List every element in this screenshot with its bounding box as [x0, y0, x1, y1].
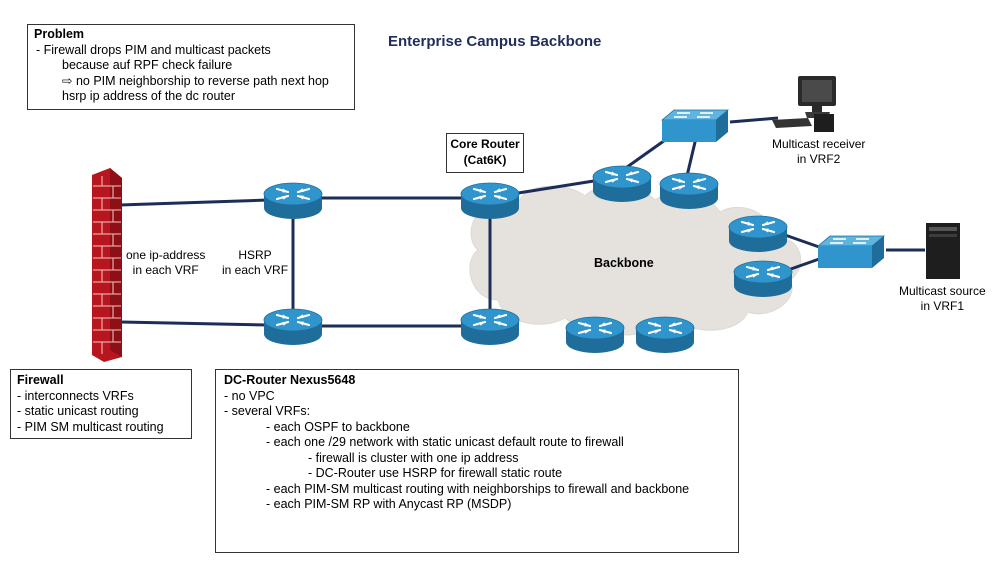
- firewall-line: - interconnects VRFs: [17, 388, 134, 403]
- firewall-brick-icon: [92, 168, 122, 362]
- dc-router-line: - DC-Router use HSRP for firewall static…: [308, 466, 563, 480]
- core-router-top-icon: [460, 182, 520, 221]
- problem-line: - Firewall drops PIM and multicast packe…: [36, 42, 271, 57]
- dc-router-line: - each one /29 network with static unica…: [266, 435, 624, 449]
- hsrp-label-line: HSRP: [238, 248, 272, 262]
- backbone-router-3-icon: [728, 215, 788, 254]
- one-ip-label: one ip-address in each VRF: [126, 248, 205, 278]
- problem-line: because auf RPF check failure: [62, 58, 233, 72]
- dc-router-box: DC-Router Nexus5648 - no VPC - several V…: [215, 369, 739, 553]
- dc-router-line: - no VPC: [224, 388, 275, 403]
- backbone-router-4-icon: [733, 260, 793, 299]
- backbone-label: Backbone: [594, 256, 654, 270]
- source-label: Multicast source in VRF1: [899, 284, 986, 314]
- core-router-label: Core Router (Cat6K): [446, 133, 524, 173]
- one-ip-label-line: one ip-address: [126, 248, 206, 262]
- dc-router-top-icon: [263, 182, 323, 221]
- page-title: Enterprise Campus Backbone: [388, 33, 602, 50]
- backbone-router-1-icon: [592, 165, 652, 204]
- dc-router-line: - firewall is cluster with one ip addres…: [308, 450, 519, 465]
- one-ip-label-line: in each VRF: [132, 263, 199, 277]
- source-label-line: in VRF1: [920, 299, 965, 313]
- backbone-router-2-icon: [659, 172, 719, 211]
- receiver-label: Multicast receiver in VRF2: [772, 137, 865, 167]
- network-links: [119, 116, 925, 328]
- dc-router-line: - each PIM-SM RP with Anycast RP (MSDP): [266, 497, 512, 511]
- source-switch-icon: [817, 235, 885, 269]
- dc-router-heading: DC-Router Nexus5648: [224, 373, 356, 387]
- problem-line: ⇨ no PIM neighborship to reverse path ne…: [62, 73, 329, 88]
- dc-router-line: - each OSPF to backbone: [266, 419, 410, 434]
- backbone-router-5-icon: [565, 316, 625, 355]
- dc-router-line: - each PIM-SM multicast routing with nei…: [266, 481, 690, 496]
- dc-router-bottom-icon: [263, 308, 323, 347]
- problem-heading: Problem: [34, 27, 85, 41]
- dc-router-line: - several VRFs:: [224, 404, 311, 418]
- core-router-label-line: Core Router: [450, 137, 520, 151]
- problem-box: Problem - Firewall drops PIM and multica…: [27, 24, 355, 110]
- hsrp-label-line: in each VRF: [222, 263, 289, 277]
- core-router-bottom-icon: [460, 308, 520, 347]
- core-router-label-line: (Cat6K): [463, 152, 507, 167]
- firewall-box: Firewall - interconnects VRFs - static u…: [10, 369, 192, 439]
- server-icon: [926, 223, 960, 279]
- pc-icon: [772, 76, 836, 132]
- firewall-line: - static unicast routing: [17, 404, 139, 418]
- problem-line: hsrp ip address of the dc router: [62, 89, 236, 103]
- source-label-line: Multicast source: [899, 284, 986, 298]
- firewall-heading: Firewall: [17, 373, 64, 387]
- receiver-label-line: Multicast receiver: [772, 137, 866, 151]
- backbone-router-6-icon: [635, 316, 695, 355]
- firewall-line: - PIM SM multicast routing: [17, 419, 164, 434]
- hsrp-label: HSRP in each VRF: [222, 248, 289, 278]
- receiver-switch-icon: [661, 109, 729, 143]
- receiver-label-line: in VRF2: [797, 152, 841, 166]
